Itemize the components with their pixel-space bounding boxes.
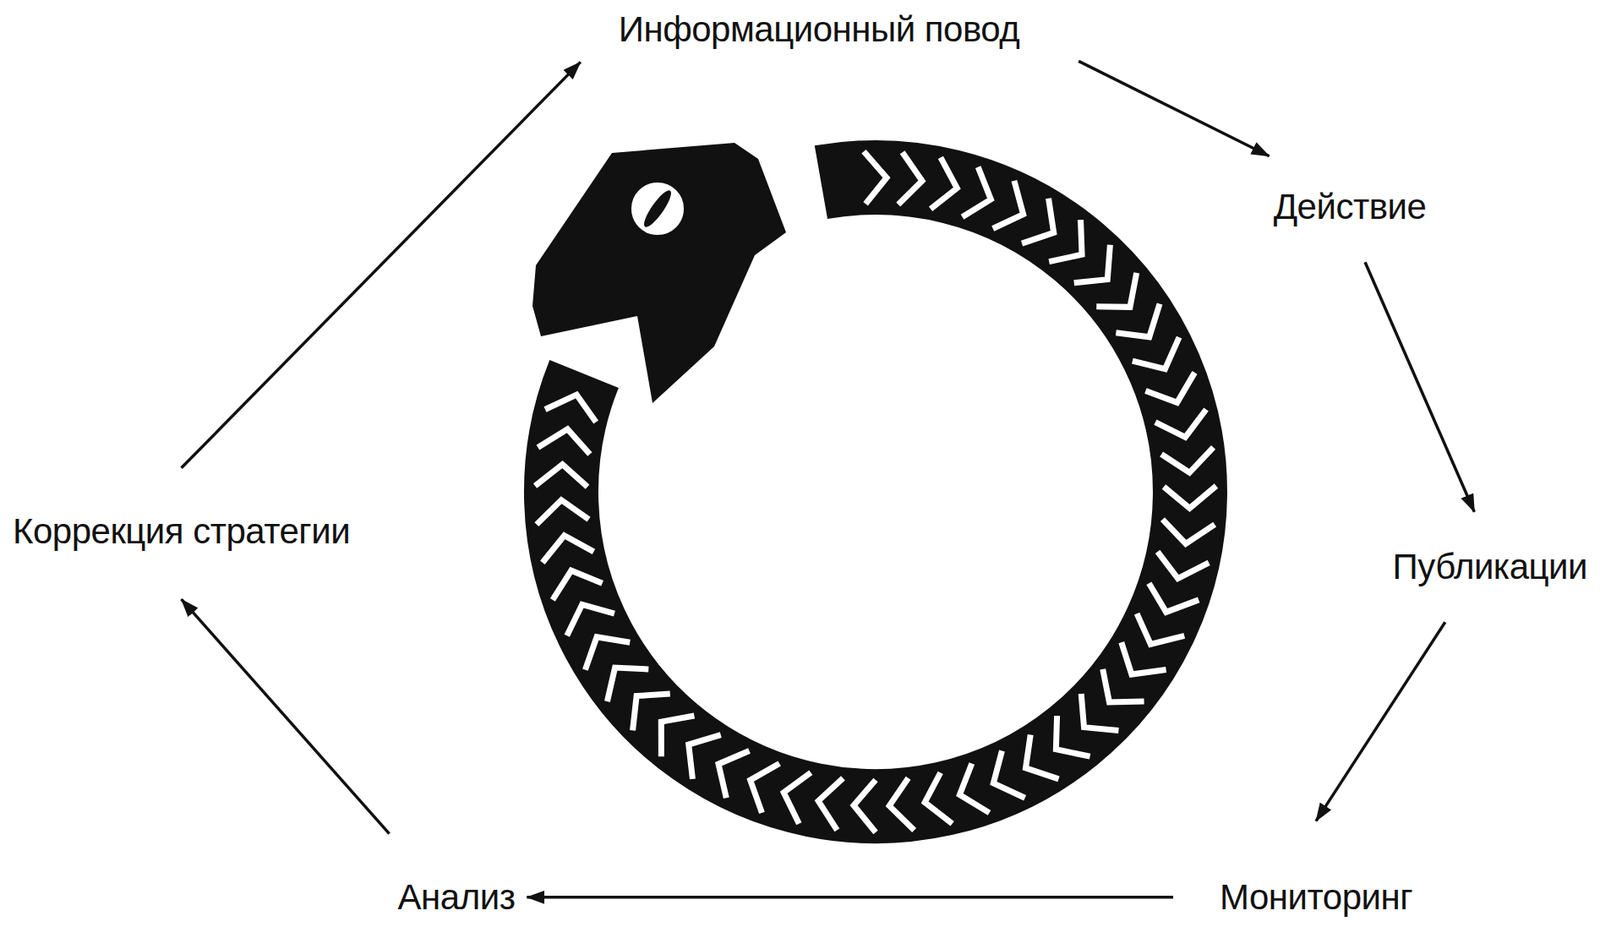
- snake-head: [532, 142, 787, 404]
- step-label: Информационный повод: [618, 8, 1020, 51]
- snake-pupil: [639, 187, 675, 231]
- snake-scale: [1115, 304, 1160, 338]
- snake-scale: [993, 180, 1024, 230]
- step-label: Действие: [1273, 185, 1427, 229]
- cycle-step: Коррекция стратегии: [12, 510, 350, 553]
- snake-scale: [542, 535, 595, 563]
- snake-scale: [1132, 337, 1180, 370]
- snake-scale: [1161, 447, 1213, 473]
- cycle-arrow: [1078, 60, 1270, 156]
- snake-scale: [1145, 372, 1195, 403]
- snake-scale: [889, 778, 914, 831]
- snake-scale: [1148, 583, 1199, 612]
- cycle-step: Действие: [1273, 185, 1427, 229]
- snake-scale: [1021, 198, 1054, 244]
- step-label: Коррекция стратегии: [12, 510, 350, 553]
- cycle-step: Анализ: [398, 876, 516, 919]
- snake-scale: [660, 715, 694, 757]
- snake-scale: [1048, 219, 1082, 263]
- snake-scale: [853, 780, 876, 833]
- snake-scale: [959, 763, 989, 813]
- snake-scale: [1121, 642, 1167, 675]
- cycle-arrow: [1365, 262, 1475, 513]
- snake-scale: [1055, 715, 1090, 757]
- cycle-step: Информационный повод: [618, 8, 1020, 51]
- snake-scale: [1136, 613, 1185, 645]
- cycle-arrow: [1316, 622, 1446, 821]
- snake-scale: [962, 167, 992, 218]
- snake-scale: [545, 394, 596, 422]
- step-label: Анализ: [398, 876, 516, 919]
- cycle-arrow: [181, 599, 390, 834]
- snake-scale: [863, 151, 887, 204]
- snake-scale: [930, 157, 957, 209]
- snake-scale: [1103, 669, 1145, 703]
- snake-scale: [1081, 693, 1119, 731]
- snake-scale: [1026, 735, 1060, 780]
- step-label: Мониторинг: [1219, 876, 1413, 919]
- snake-scale: [924, 772, 952, 824]
- snake-scale: [750, 763, 781, 813]
- snake-scale: [783, 772, 811, 824]
- step-label: Публикации: [1392, 546, 1588, 589]
- snake-scale: [552, 570, 603, 601]
- snake-scale: [633, 693, 671, 731]
- snake-scale: [1163, 486, 1217, 509]
- snake-scale: [1157, 551, 1210, 579]
- cycle-step: Публикации: [1392, 546, 1588, 589]
- snake-scale: [584, 637, 630, 671]
- snake-scale: [1074, 245, 1111, 284]
- snake-scale: [818, 778, 843, 831]
- cycle-arrow: [181, 61, 581, 468]
- snake-scale: [993, 750, 1025, 798]
- snake-scale: [1155, 409, 1207, 438]
- snake-scale: [536, 500, 590, 525]
- snake-scale: [1162, 519, 1215, 545]
- snake-scale: [606, 667, 649, 702]
- snake-scale: [537, 429, 590, 455]
- snake-scale: [567, 604, 615, 636]
- snake-scale: [1096, 273, 1136, 307]
- snake-eye: [629, 180, 686, 237]
- cycle-arrow: [526, 895, 1174, 900]
- snake-scale: [718, 750, 750, 798]
- snake-scale: [535, 464, 588, 487]
- cycle-step: Мониторинг: [1219, 876, 1413, 919]
- snake-scale: [688, 735, 721, 780]
- snake-scale: [898, 152, 923, 205]
